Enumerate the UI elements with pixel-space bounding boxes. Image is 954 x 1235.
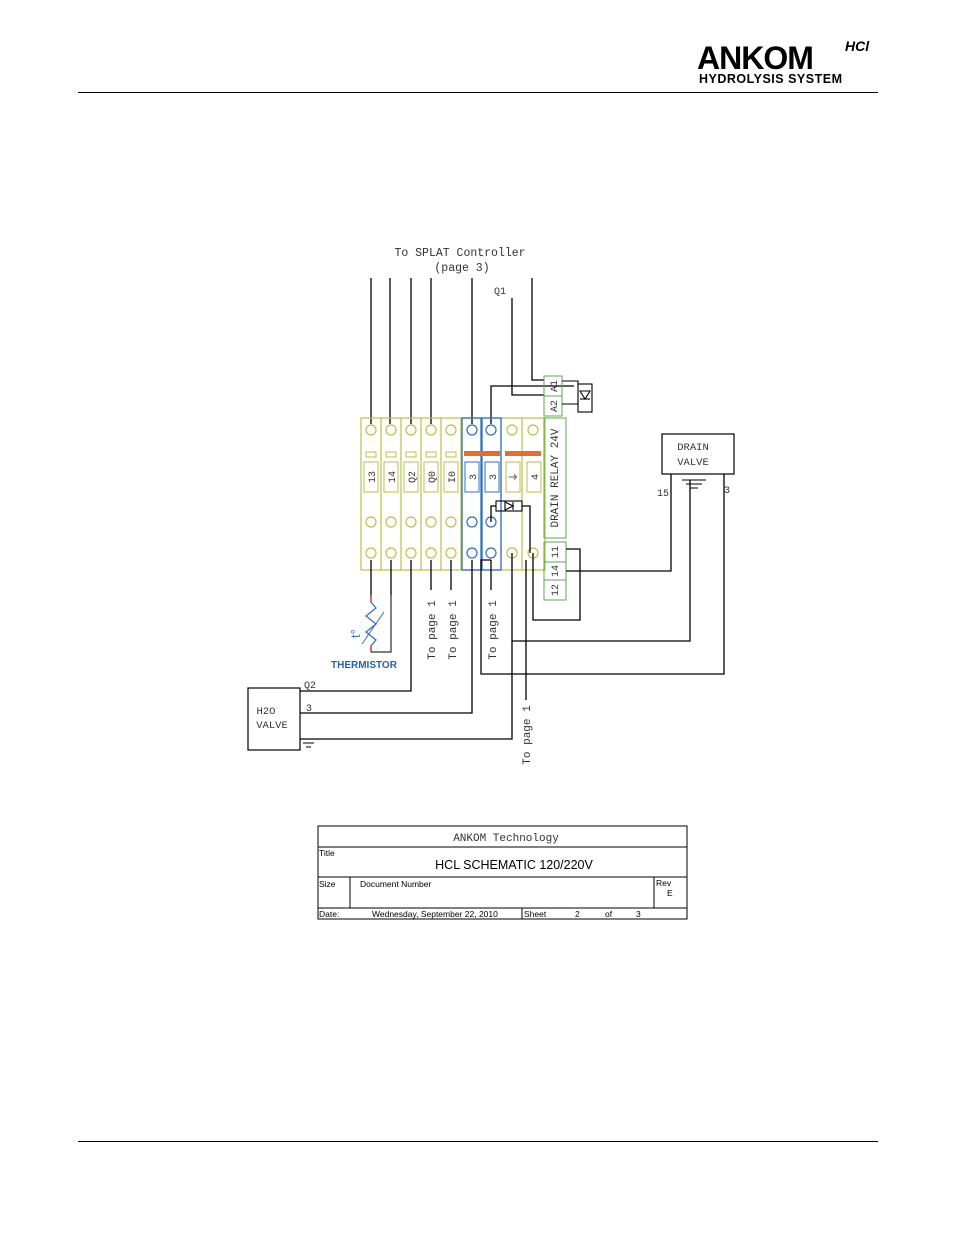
title-block-company: ANKOM Technology — [453, 833, 559, 845]
drain-valve-line1: DRAIN — [677, 442, 709, 454]
wire-q2-h2o — [300, 560, 412, 692]
terminal-block-frame — [360, 417, 546, 571]
h2o-valve-line1: H2O — [257, 706, 276, 718]
wire-a1 — [531, 278, 544, 381]
top-label-line1: To SPLAT Controller — [394, 247, 525, 260]
thermistor: t° THERMISTOR — [331, 595, 398, 671]
orange-bridge-right — [505, 451, 541, 456]
h2o-wire-q2-label: Q2 — [304, 681, 316, 692]
terminal-label-i0: I0 — [448, 471, 459, 483]
drain-wire-3-label: 3 — [724, 486, 730, 497]
wire-ground-drain — [511, 480, 691, 642]
header-rule — [78, 92, 878, 93]
title-block-title-label: Title — [319, 848, 335, 858]
terminal-labels: 13 14 Q2 Q0 I0 3 3 ⏚ 4 — [368, 471, 542, 483]
terminal-label-3a: 3 — [469, 474, 480, 480]
title-block-docnum-label: Document Number — [360, 879, 432, 889]
title-block: ANKOM Technology Title HCL SCHEMATIC 120… — [317, 825, 688, 920]
footer-rule — [78, 1141, 878, 1142]
to-page-1-4: To page 1 — [522, 705, 534, 765]
ankom-logo: ANKOM HCl HYDROLYSIS SYSTEM — [697, 38, 879, 90]
title-block-title: HCL SCHEMATIC 120/220V — [435, 858, 593, 872]
terminal-block — [360, 417, 546, 571]
relay-name-label: DRAIN RELAY 24V — [550, 428, 562, 527]
lower-wires — [300, 474, 725, 740]
wire-q1-a2 — [511, 298, 544, 396]
wire-diode-left — [490, 505, 496, 522]
drain-wire-15-label: 15 — [657, 489, 669, 500]
logo-superscript: HCl — [845, 38, 870, 54]
relay-a2-label: A2 — [550, 400, 561, 412]
q1-label: Q1 — [494, 287, 506, 298]
wire-ground-h2o — [300, 641, 513, 740]
terminal-diode — [495, 500, 523, 512]
terminal-label-14: 14 — [388, 471, 399, 483]
terminal-label-13: 13 — [368, 471, 379, 483]
thermistor-symbol: t° — [348, 629, 363, 638]
wire-relay-14-drain — [566, 474, 672, 572]
wire-relay-11-loop — [532, 548, 581, 621]
title-block-date-label: Date: — [319, 909, 339, 919]
blue-terminals — [461, 417, 502, 571]
thermistor-label: THERMISTOR — [331, 660, 398, 671]
drain-valve-line2: VALVE — [677, 457, 709, 469]
terminal-label-q2: Q2 — [408, 471, 419, 483]
to-page-labels: To page 1 To page 1 To page 1 To page 1 — [427, 600, 534, 765]
wire-3-drain — [480, 474, 725, 675]
title-block-of-label: of — [605, 909, 613, 919]
top-wires — [370, 278, 574, 424]
wire-diode-right — [522, 505, 531, 553]
terminal-label-3b: 3 — [489, 474, 500, 480]
terminal-label-boxes — [363, 461, 542, 493]
title-block-size-label: Size — [319, 879, 336, 889]
marker-rects — [365, 451, 457, 458]
terminal-label-q0: Q0 — [428, 471, 439, 483]
title-block-sheet: 2 — [575, 909, 580, 919]
logo-subtitle: HYDROLYSIS SYSTEM — [699, 72, 843, 86]
to-page-1-3: To page 1 — [488, 600, 500, 660]
h2o-valve-box — [247, 687, 301, 751]
h2o-wire-3-label: 3 — [306, 704, 312, 715]
relay-a1-label: A1 — [550, 380, 561, 392]
orange-bridge-left — [464, 451, 500, 456]
coil-diode — [562, 380, 593, 413]
title-block-sheet-label: Sheet — [524, 909, 547, 919]
title-block-rev-label: Rev — [656, 878, 672, 888]
drain-valve-box — [661, 433, 735, 475]
to-page-1-i0: To page 1 — [448, 600, 460, 660]
title-block-rev: E — [667, 888, 673, 898]
terminal-label-ground: ⏚ — [508, 472, 521, 482]
wire-3b-a1-loop — [490, 385, 574, 424]
title-block-date: Wednesday, September 22, 2010 — [372, 909, 498, 919]
terminal-label-4: 4 — [531, 474, 542, 480]
top-label-line2: (page 3) — [434, 262, 489, 275]
relay-11-label: 11 — [551, 546, 562, 558]
relay-14-label: 14 — [551, 565, 562, 577]
h2o-valve-line2: VALVE — [256, 720, 288, 732]
logo-text: ANKOM — [697, 40, 814, 76]
wire-3-h2o — [300, 560, 473, 714]
drain-ground-symbol — [682, 479, 706, 489]
terminal-screws — [365, 424, 539, 559]
h2o-ground-symbol — [300, 738, 314, 748]
title-block-sheet-total: 3 — [636, 909, 641, 919]
to-page-1-q0: To page 1 — [427, 600, 439, 660]
relay-12-label: 12 — [551, 584, 562, 596]
